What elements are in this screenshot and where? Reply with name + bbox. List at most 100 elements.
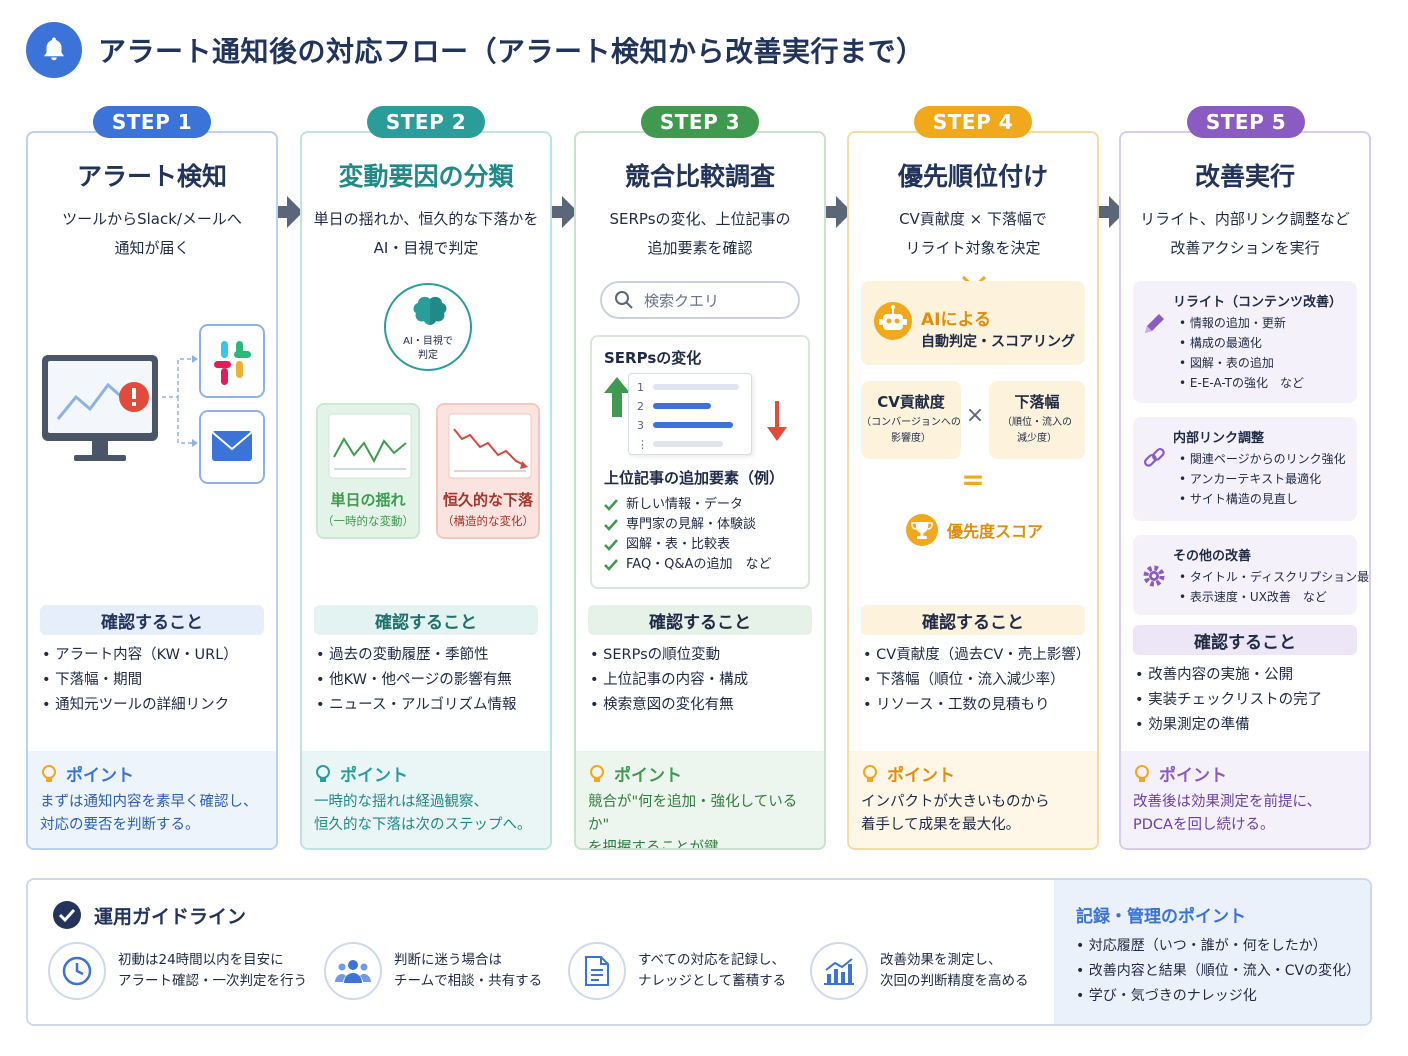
guideline-title-row: 運用ガイドライン <box>52 900 246 930</box>
point-label: ポイント <box>1159 766 1227 786</box>
gear-icon <box>1143 565 1165 587</box>
cv-title: CV貢献度 <box>877 393 945 411</box>
check-icon <box>604 539 618 551</box>
guideline-panel: 運用ガイドライン 初動は24時間以内を目安に アラート確認・一次判定を行う 判断… <box>26 878 1372 1026</box>
arrow-right-icon <box>542 196 578 228</box>
check-circle-icon <box>53 901 81 929</box>
decline-chart-icon <box>448 413 532 479</box>
lightbulb-icon <box>316 764 330 782</box>
list-item: E-E-A-Tの強化 など <box>1179 373 1304 393</box>
check-icon <box>604 519 618 531</box>
team-icon <box>324 942 382 1000</box>
step-description: CV貢献度 × 下落幅で リライト対象を決定 <box>899 210 1047 257</box>
group-list: 関連ページからのリンク強化 アンカーテキスト最適化 サイト構造の見直し <box>1179 449 1346 509</box>
list-item: CV貢献度（過去CV・売上影響） <box>863 643 1090 668</box>
list-item: 情報の追加・更新 <box>1179 313 1304 333</box>
header: アラート通知後の対応フロー（アラート検知から改善実行まで） <box>26 22 925 78</box>
search-box[interactable]: 検索クエリ <box>600 281 800 319</box>
step-badge-3: STEP 3 <box>641 106 759 138</box>
guideline-item: 判断に迷う場合は チームで相談・共有する <box>324 942 542 1000</box>
list-item: 対応履歴（いつ・誰が・何をしたか） <box>1076 934 1360 959</box>
list-item: 新しい情報・データ <box>604 495 771 515</box>
step-card-5: 改善実行 リライト、内部リンク調整など 改善アクションを実行 リライト（コンテン… <box>1119 131 1371 850</box>
search-icon <box>615 291 633 309</box>
point-label: ポイント <box>66 766 134 786</box>
step-card-2: 変動要因の分類 単日の揺れか、恒久的な下落かを AI・目視で判定 AI・目視で … <box>300 131 552 850</box>
trophy-icon <box>906 514 938 546</box>
rewrite-group: リライト（コンテンツ改善） 情報の追加・更新 構成の最適化 図解・表の追加 E-… <box>1133 281 1357 403</box>
list-item: 下落幅・期間 <box>42 668 268 693</box>
guideline-text: 初動は24時間以内を目安に アラート確認・一次判定を行う <box>118 952 307 989</box>
robot-icon <box>874 302 912 340</box>
arrow-up-icon <box>604 377 630 417</box>
guideline-text: すべての対応を記録し、 ナレッジとして蓄積する <box>638 952 787 989</box>
step-title: 変動要因の分類 <box>338 162 514 191</box>
check-icon <box>604 559 618 571</box>
list-item: 専門家の見解・体験談 <box>604 515 771 535</box>
priority-score-label: 優先度スコア <box>947 522 1044 541</box>
permanent-subtitle: （構造的な変化） <box>442 514 534 528</box>
cv-contribution-box: CV貢献度 （コンバージョンへの 影響度） <box>861 381 961 459</box>
list-item: 効果測定の準備 <box>1135 713 1361 738</box>
group-title: 内部リンク調整 <box>1173 431 1265 446</box>
step-title: アラート検知 <box>76 162 227 191</box>
list-item: ニュース・アルゴリズム情報 <box>316 693 542 718</box>
ai-scoring-line2: 自動判定・スコアリング <box>921 334 1075 350</box>
temporary-fluctuation-card: 単日の揺れ （一時的な変動） <box>316 403 420 539</box>
step-badge-4: STEP 4 <box>914 106 1032 138</box>
step-badge-1: STEP 1 <box>93 106 211 138</box>
arrow-right-icon <box>816 196 852 228</box>
list-item: 改善内容と結果（順位・流入・CVの変化） <box>1076 959 1360 984</box>
list-item: 通知元ツールの詳細リンク <box>42 693 268 718</box>
guideline-item: すべての対応を記録し、 ナレッジとして蓄積する <box>568 942 786 1000</box>
arrow-right-icon <box>1089 196 1125 228</box>
drop-width-box: 下落幅 （順位・流入の 減少度） <box>989 381 1085 459</box>
step-description: SERPsの変化、上位記事の 追加要素を確認 <box>609 210 791 257</box>
check-list: 過去の変動履歴・季節性 他KW・他ページの影響有無 ニュース・アルゴリズム情報 <box>316 643 542 718</box>
monitor-alert-illustration <box>42 324 265 484</box>
point-text: 競合が"何を追加・強化しているか" を把握することが鍵。 <box>588 794 798 850</box>
serp-change-box: SERPsの変化 1 2 3 ⋮ 上位記事の追加要素（例） 新しい情報・データ … <box>590 335 810 589</box>
list-item: 他KW・他ページの影響有無 <box>316 668 542 693</box>
guideline-title: 運用ガイドライン <box>94 905 247 928</box>
internal-link-group: 内部リンク調整 関連ページからのリンク強化 アンカーテキスト最適化 サイト構造の… <box>1133 417 1357 521</box>
list-item: リソース・工数の見積もり <box>863 693 1089 718</box>
list-item: 表示速度・UX改善 など <box>1179 587 1369 607</box>
step-badge-2: STEP 2 <box>367 106 485 138</box>
check-list: アラート内容（KW・URL） 下落幅・期間 通知元ツールの詳細リンク <box>42 643 268 718</box>
check-header: 確認すること <box>861 605 1085 635</box>
rank-label: 2 <box>637 400 644 413</box>
list-item: 下落幅（順位・流入減少率） <box>863 668 1089 693</box>
top-articles-title: 上位記事の追加要素（例） <box>604 469 785 487</box>
serp-title: SERPsの変化 <box>604 349 702 367</box>
permanent-title: 恒久的な下落 <box>442 491 533 509</box>
point-text: 一時的な揺れは経過観察、 恒久的な下落は次のステップへ。 <box>314 794 532 833</box>
list-item: 実装チェックリストの完了 <box>1135 688 1361 713</box>
list-item: 改善内容の実施・公開 <box>1135 663 1361 688</box>
check-header: 確認すること <box>314 605 538 635</box>
step-card-4: 優先順位付け CV貢献度 × 下落幅で リライト対象を決定 AIによる 自動判定… <box>847 131 1099 850</box>
point-label: ポイント <box>340 766 408 786</box>
point-text: 改善後は効果測定を前提に、 PDCAを回し続ける。 <box>1133 794 1322 833</box>
point-text: まずは通知内容を素早く確認し、 対応の要否を判断する。 <box>40 794 258 833</box>
link-icon <box>1143 447 1165 467</box>
check-list: 改善内容の実施・公開 実装チェックリストの完了 効果測定の準備 <box>1135 663 1361 738</box>
list-item: サイト構造の見直し <box>1179 489 1346 509</box>
check-icon <box>604 499 618 511</box>
list-item: アンカーテキスト最適化 <box>1179 469 1346 489</box>
point-section: ポイント 競合が"何を追加・強化しているか" を把握することが鍵。 <box>576 751 824 848</box>
point-section: ポイント まずは通知内容を素早く確認し、 対応の要否を判断する。 <box>28 751 276 848</box>
list-item: アラート内容（KW・URL） <box>42 643 268 668</box>
list-item: 学び・気づきのナレッジ化 <box>1076 984 1360 1009</box>
record-list: 対応履歴（いつ・誰が・何をしたか） 改善内容と結果（順位・流入・CVの変化） 学… <box>1076 934 1360 1009</box>
lightbulb-icon <box>863 764 877 782</box>
record-title: 記録・管理のポイント <box>1076 907 1246 927</box>
clock-icon <box>48 942 106 1000</box>
multiply-sign: × <box>965 403 985 428</box>
wave-chart-icon <box>328 413 412 479</box>
step-badge-5: STEP 5 <box>1187 106 1305 138</box>
lightbulb-icon <box>590 764 604 782</box>
chart-icon <box>810 942 868 1000</box>
ai-scoring-box: AIによる 自動判定・スコアリング <box>861 281 1085 365</box>
check-header: 確認すること <box>1133 625 1357 655</box>
